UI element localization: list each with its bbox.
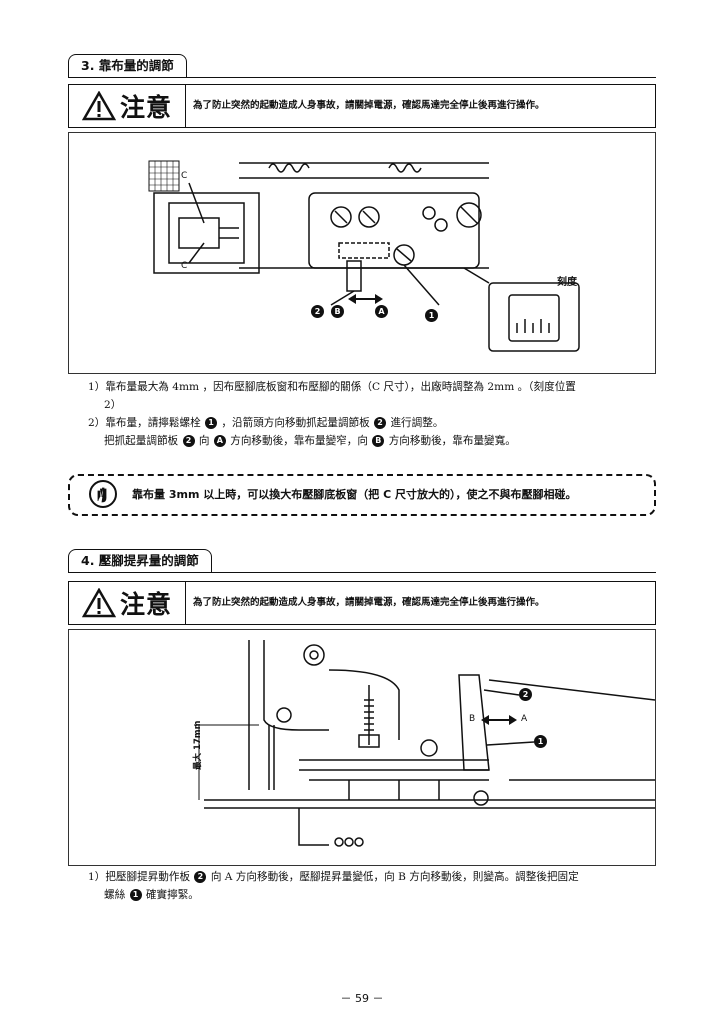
marker-1-fig2: 1: [534, 735, 547, 748]
figure-2: 最大 17mm 2 B A 1: [68, 629, 656, 866]
badge-2c: 2: [194, 871, 207, 883]
instruction-1: 1）靠布量最大為 4mm ，因布壓腳底板窗和布壓腳的關係（C 尺寸），出廠時調整…: [88, 378, 658, 396]
section-4-title: 4. 壓腳提昇量的調節: [68, 549, 212, 572]
page-number: － 59 －: [340, 992, 384, 1005]
caution-box-1: 注意 為了防止突然的起動造成人身事故，請關掉電源，確認馬達完全停止後再進行操作。: [68, 84, 656, 128]
warning-triangle-icon: [81, 91, 116, 121]
marker-2: 2: [311, 305, 324, 318]
section-3-divider: [68, 77, 656, 78]
warning-triangle-icon: [81, 588, 116, 618]
instruction-3-text-b: 向: [195, 435, 213, 447]
presser-lift-diagram: [194, 640, 655, 847]
instruction-4-1-text-b: 向 A 方向移動後，壓腳提昇量變低，向 B 方向移動後，則變高。調整後把固定: [207, 871, 579, 883]
hand-caution-icon: [89, 480, 117, 508]
instruction-2-text-b: ，沿箭頭方向移動抓起量調節板: [218, 417, 374, 429]
instruction-4-1-text-a: 1）把壓腳提昇動作板: [88, 871, 194, 883]
label-scale: 刻度: [557, 277, 577, 288]
section-4-instructions: 1）把壓腳提昇動作板 2 向 A 方向移動後，壓腳提昇量變低，向 B 方向移動後…: [88, 868, 658, 904]
instruction-1-text: 1）靠布量最大為 4mm ，因布壓腳底板窗和布壓腳的關係（C 尺寸），出廠時調整…: [88, 381, 576, 393]
label-a-fig2: A: [521, 714, 528, 724]
marker-2-fig2: 2: [519, 688, 532, 701]
caution-text: 為了防止突然的起動造成人身事故，請關掉電源，確認馬達完全停止後再進行操作。: [193, 100, 545, 111]
note-text: 靠布量 3mm 以上時，可以換大布壓腳底板窗（把 C 尺寸放大的），使之不與布壓…: [132, 488, 577, 501]
badge-2b: 2: [182, 435, 195, 447]
instruction-1-cont: 2）: [88, 396, 658, 414]
section-4-divider: [68, 572, 656, 573]
label-b-fig2: B: [469, 714, 476, 724]
caution-box-2: 注意 為了防止突然的起動造成人身事故，請關掉電源，確認馬達完全停止後再進行操作。: [68, 581, 656, 625]
badge-b: B: [372, 435, 385, 447]
badge-2: 2: [374, 417, 387, 429]
badge-1c: 1: [129, 889, 142, 901]
instruction-4-1-cont: 螺絲 1 確實擰緊。: [88, 886, 658, 904]
badge-a: A: [213, 435, 226, 447]
instruction-4-1-text-c: 螺絲: [104, 889, 129, 901]
instruction-3-text-c: 方向移動後，靠布量變窄，向: [226, 435, 372, 447]
instruction-2: 2）靠布量，請擰鬆螺栓 1 ，沿箭頭方向移動抓起量調節板 2 進行調整。: [88, 414, 658, 432]
caution-word: 注意: [119, 93, 172, 122]
caution-label: 注意: [69, 85, 186, 127]
label-c-top: C: [181, 171, 188, 181]
marker-b: B: [331, 305, 344, 318]
section-3-title: 3. 靠布量的調節: [68, 54, 187, 77]
fabric-feed-diagram: [148, 160, 580, 352]
label-max-17mm: 最大 17mm: [193, 720, 203, 770]
instruction-3: 把抓起量調節板 2 向 A 方向移動後，靠布量變窄，向 B 方向移動後，靠布量變…: [88, 432, 658, 450]
figure-1: C C 刻度 2 B A 1: [68, 132, 656, 374]
instruction-4-1: 1）把壓腳提昇動作板 2 向 A 方向移動後，壓腳提昇量變低，向 B 方向移動後…: [88, 868, 658, 886]
caution-label-2: 注意: [69, 582, 186, 624]
section-3-instructions: 1）靠布量最大為 4mm ，因布壓腳底板窗和布壓腳的關係（C 尺寸），出廠時調整…: [88, 378, 658, 450]
instruction-3-text-d: 方向移動後，靠布量變寬。: [385, 435, 516, 447]
badge-1: 1: [205, 417, 218, 429]
instruction-3-text-a: 把抓起量調節板: [104, 435, 182, 447]
instruction-1-text-cont: 2）: [104, 399, 122, 411]
instruction-2-text-a: 2）靠布量，請擰鬆螺栓: [88, 417, 205, 429]
marker-a: A: [375, 305, 388, 318]
caution-text-2: 為了防止突然的起動造成人身事故，請關掉電源，確認馬達完全停止後再進行操作。: [193, 597, 545, 608]
instruction-2-text-c: 進行調整。: [387, 417, 444, 429]
instruction-4-1-text-d: 確實擰緊。: [142, 889, 199, 901]
marker-1: 1: [425, 309, 438, 322]
label-c-bottom: C: [181, 261, 188, 271]
note-box: 靠布量 3mm 以上時，可以換大布壓腳底板窗（把 C 尺寸放大的），使之不與布壓…: [68, 474, 656, 516]
caution-word-2: 注意: [119, 590, 172, 619]
